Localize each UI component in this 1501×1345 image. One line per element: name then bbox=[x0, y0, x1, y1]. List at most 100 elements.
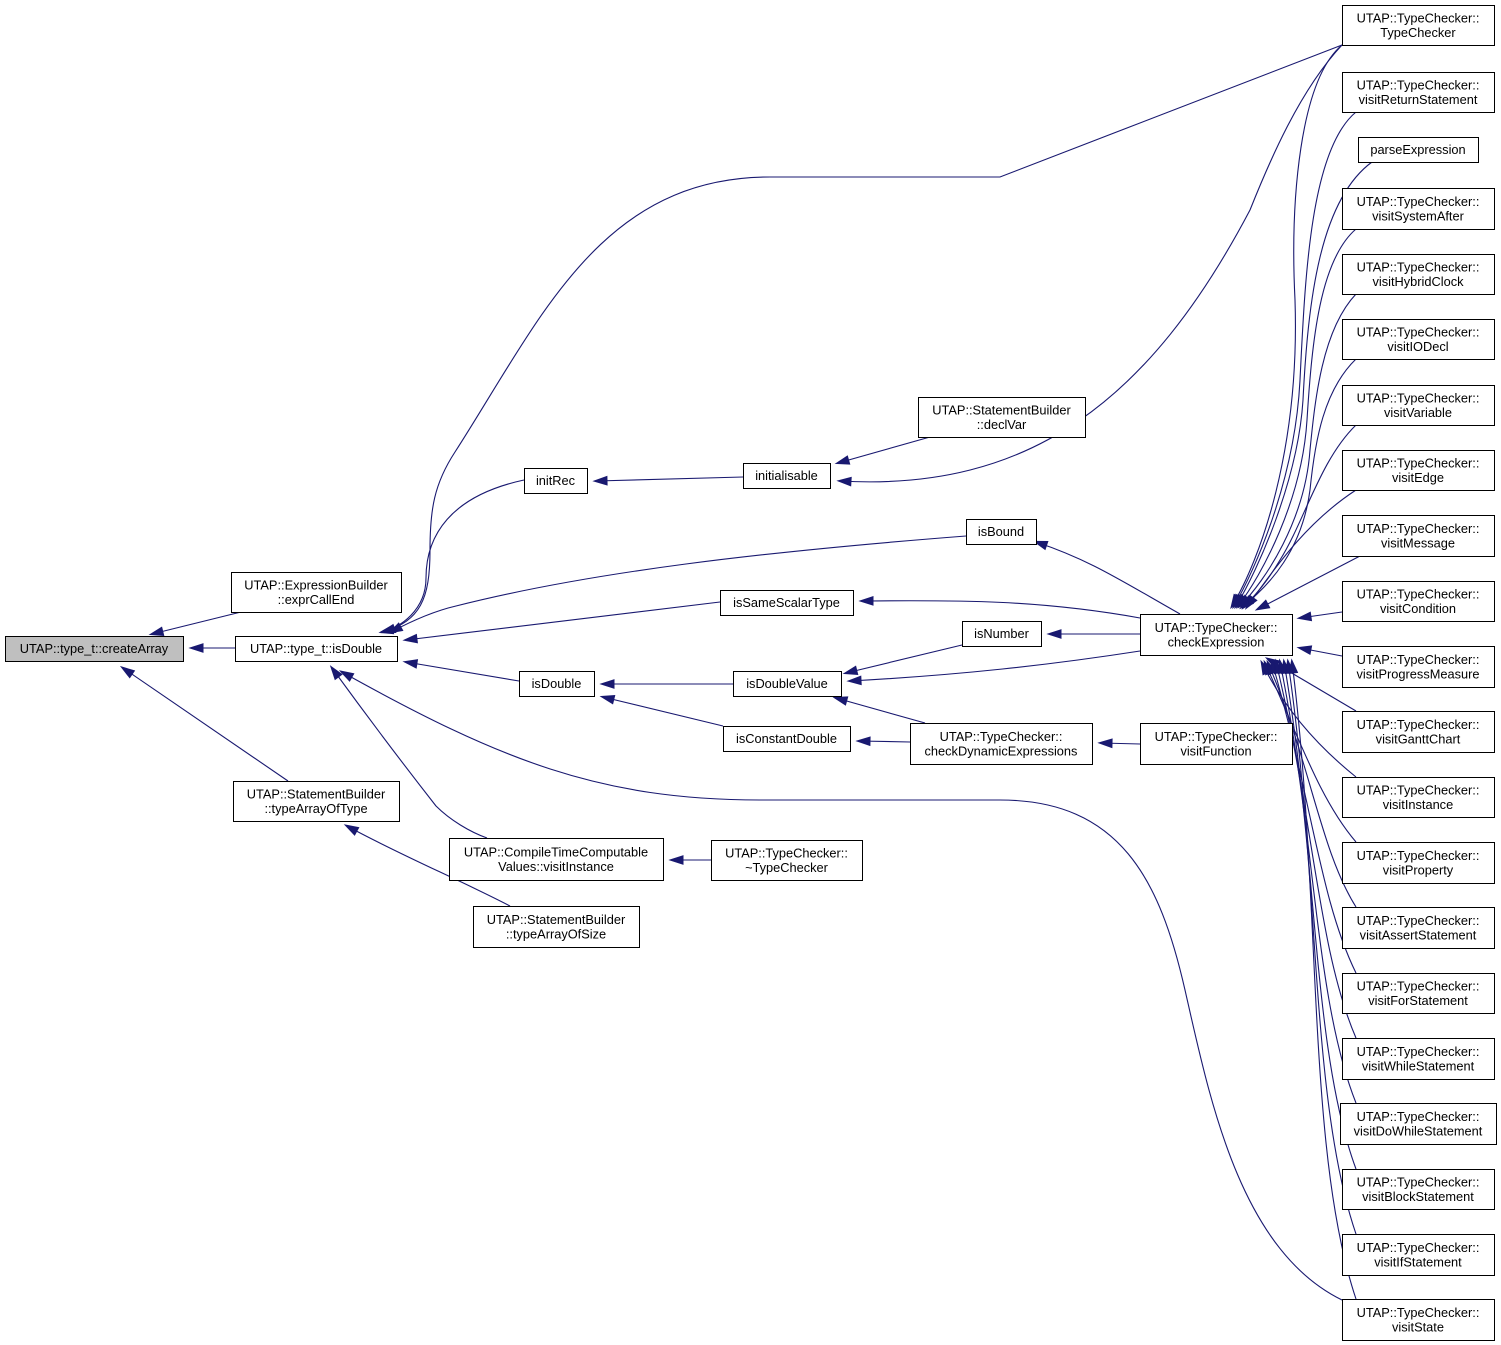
node-visitSystemAfter[interactable]: UTAP::TypeChecker::visitSystemAfter bbox=[1342, 188, 1495, 230]
node-label: visitForStatement bbox=[1368, 993, 1468, 1008]
edge-isDouble-to-isDoubleT bbox=[405, 661, 520, 682]
node-typeArrayOfType[interactable]: UTAP::StatementBuilder::typeArrayOfType bbox=[233, 781, 400, 822]
node-visitBlockStatement[interactable]: UTAP::TypeChecker::visitBlockStatement bbox=[1342, 1169, 1495, 1210]
node-label: parseExpression bbox=[1370, 142, 1465, 157]
edge-isBound-to-isDoubleT bbox=[390, 535, 967, 633]
node-visitVariable[interactable]: UTAP::TypeChecker::visitVariable bbox=[1342, 385, 1495, 426]
arrowhead bbox=[329, 665, 343, 681]
node-visitAssertStatement[interactable]: UTAP::TypeChecker::visitAssertStatement bbox=[1342, 907, 1495, 949]
node-isNumber[interactable]: isNumber bbox=[962, 621, 1042, 647]
node-box bbox=[5, 636, 184, 662]
edge-checkExpression-to-isDoubleValue bbox=[849, 650, 1141, 682]
node-label: visitFunction bbox=[1180, 743, 1251, 758]
node-box bbox=[1340, 1103, 1497, 1145]
node-isBound[interactable]: isBound bbox=[966, 519, 1037, 545]
edge-tcTypeChecker-to-isDoubleT bbox=[383, 44, 1343, 633]
node-box bbox=[1358, 137, 1479, 163]
node-visitHybridClock[interactable]: UTAP::TypeChecker::visitHybridClock bbox=[1342, 254, 1495, 295]
node-label: visitDoWhileStatement bbox=[1354, 1123, 1483, 1138]
arrowhead bbox=[858, 596, 874, 606]
node-label: UTAP::TypeChecker:: bbox=[1357, 1044, 1480, 1059]
node-box bbox=[966, 519, 1037, 545]
node-visitForStatement[interactable]: UTAP::TypeChecker::visitForStatement bbox=[1342, 973, 1495, 1014]
node-visitIODecl[interactable]: UTAP::TypeChecker::visitIODecl bbox=[1342, 319, 1495, 360]
node-box bbox=[1342, 777, 1495, 818]
node-visitInstance[interactable]: UTAP::TypeChecker::visitInstance bbox=[1342, 777, 1495, 818]
node-isSameScalarType[interactable]: isSameScalarType bbox=[720, 590, 854, 616]
node-parseExpression[interactable]: parseExpression bbox=[1358, 137, 1479, 163]
node-tcTypeChecker[interactable]: UTAP::TypeChecker::TypeChecker bbox=[1342, 5, 1495, 46]
arrowhead bbox=[599, 694, 616, 705]
node-label: initRec bbox=[536, 473, 576, 488]
node-box bbox=[233, 781, 400, 822]
node-label: UTAP::StatementBuilder bbox=[932, 402, 1071, 417]
node-initialisable[interactable]: initialisable bbox=[743, 463, 831, 489]
node-label: visitProperty bbox=[1383, 862, 1454, 877]
edge-checkExpression-to-isBound bbox=[1035, 541, 1181, 615]
node-box bbox=[733, 671, 842, 697]
node-declVar[interactable]: UTAP::StatementBuilder::declVar bbox=[918, 397, 1086, 438]
node-label: visitEdge bbox=[1392, 470, 1444, 485]
node-label: visitVariable bbox=[1384, 405, 1452, 420]
node-visitMessage[interactable]: UTAP::TypeChecker::visitMessage bbox=[1342, 515, 1495, 557]
node-visitEdge[interactable]: UTAP::TypeChecker::visitEdge bbox=[1342, 450, 1495, 491]
node-exprCallEnd[interactable]: UTAP::ExpressionBuilder::exprCallEnd bbox=[231, 572, 402, 613]
node-visitProgressMeasure[interactable]: UTAP::TypeChecker::visitProgressMeasure bbox=[1342, 646, 1495, 688]
node-label: UTAP::TypeChecker:: bbox=[1357, 1174, 1480, 1189]
node-visitWhileStatement[interactable]: UTAP::TypeChecker::visitWhileStatement bbox=[1342, 1038, 1495, 1080]
node-box bbox=[1342, 973, 1495, 1014]
node-visitDoWhileStatement[interactable]: UTAP::TypeChecker::visitDoWhileStatement bbox=[1340, 1103, 1497, 1145]
node-visitProperty[interactable]: UTAP::TypeChecker::visitProperty bbox=[1342, 842, 1495, 884]
node-label: UTAP::TypeChecker:: bbox=[1357, 259, 1480, 274]
edge-visitEdge-to-checkExpression bbox=[1246, 489, 1357, 608]
node-ctcVisitInstance[interactable]: UTAP::CompileTimeComputableValues::visit… bbox=[449, 838, 664, 881]
node-createArray[interactable]: UTAP::type_t::createArray bbox=[5, 636, 184, 662]
node-isDoubleValue[interactable]: isDoubleValue bbox=[733, 671, 842, 697]
node-box bbox=[1342, 842, 1495, 884]
node-label: UTAP::TypeChecker:: bbox=[1357, 324, 1480, 339]
node-label: UTAP::StatementBuilder bbox=[487, 912, 626, 927]
node-visitCondition[interactable]: UTAP::TypeChecker::visitCondition bbox=[1342, 581, 1495, 622]
node-label: visitAssertStatement bbox=[1360, 927, 1477, 942]
arrowhead bbox=[402, 659, 419, 669]
node-label: UTAP::TypeChecker:: bbox=[1357, 978, 1480, 993]
arrowhead bbox=[343, 824, 360, 836]
node-label: UTAP::TypeChecker:: bbox=[1357, 1109, 1480, 1124]
call-graph-nodes: UTAP::type_t::createArray UTAP::Expressio… bbox=[5, 5, 1497, 1341]
node-initRec[interactable]: initRec bbox=[524, 468, 588, 494]
node-label: UTAP::TypeChecker:: bbox=[940, 729, 1063, 744]
node-checkExpression[interactable]: UTAP::TypeChecker::checkExpression bbox=[1140, 614, 1293, 656]
node-visitReturnStatement[interactable]: UTAP::TypeChecker::visitReturnStatement bbox=[1342, 72, 1495, 113]
node-box bbox=[1342, 1234, 1495, 1276]
node-box bbox=[1342, 1299, 1495, 1341]
node-label: TypeChecker bbox=[1380, 25, 1456, 40]
node-isDoubleT[interactable]: UTAP::type_t::isDouble bbox=[235, 636, 398, 662]
node-visitIfStatement[interactable]: UTAP::TypeChecker::visitIfStatement bbox=[1342, 1234, 1495, 1276]
node-checkDynamicExpressions[interactable]: UTAP::TypeChecker::checkDynamicExpressio… bbox=[910, 723, 1093, 765]
node-box bbox=[1342, 385, 1495, 426]
edge-typeArrayOfType-to-createArray bbox=[122, 667, 289, 782]
node-visitFunction[interactable]: UTAP::TypeChecker::visitFunction bbox=[1140, 723, 1293, 765]
node-label: ::typeArrayOfType bbox=[264, 801, 367, 816]
node-box bbox=[1342, 515, 1495, 557]
node-box bbox=[1342, 1038, 1495, 1080]
arrowhead bbox=[668, 855, 684, 865]
node-label: UTAP::TypeChecker:: bbox=[1357, 1240, 1480, 1255]
node-label: isBound bbox=[978, 524, 1024, 539]
node-label: visitState bbox=[1392, 1319, 1444, 1334]
node-isDouble[interactable]: isDouble bbox=[519, 671, 595, 697]
node-label: checkDynamicExpressions bbox=[925, 743, 1078, 758]
node-isConstantDouble[interactable]: isConstantDouble bbox=[723, 726, 851, 752]
node-box bbox=[910, 723, 1093, 765]
edge-declVar-to-initialisable bbox=[837, 436, 931, 464]
node-visitState[interactable]: UTAP::TypeChecker::visitState bbox=[1342, 1299, 1495, 1341]
node-typeArrayOfSize[interactable]: UTAP::StatementBuilder::typeArrayOfSize bbox=[473, 906, 640, 948]
node-dtorTypeChecker[interactable]: UTAP::TypeChecker::~TypeChecker bbox=[711, 840, 863, 881]
edge-typeArrayOfSize-to-typeArrayOfType bbox=[346, 825, 511, 907]
edge-visitState-to-checkExpression bbox=[1291, 661, 1357, 1300]
node-visitGanttChart[interactable]: UTAP::TypeChecker::visitGanttChart bbox=[1342, 711, 1495, 753]
node-label: UTAP::TypeChecker:: bbox=[1357, 782, 1480, 797]
node-box bbox=[1342, 188, 1495, 230]
arrowhead bbox=[119, 665, 136, 679]
arrowhead bbox=[1296, 645, 1313, 655]
